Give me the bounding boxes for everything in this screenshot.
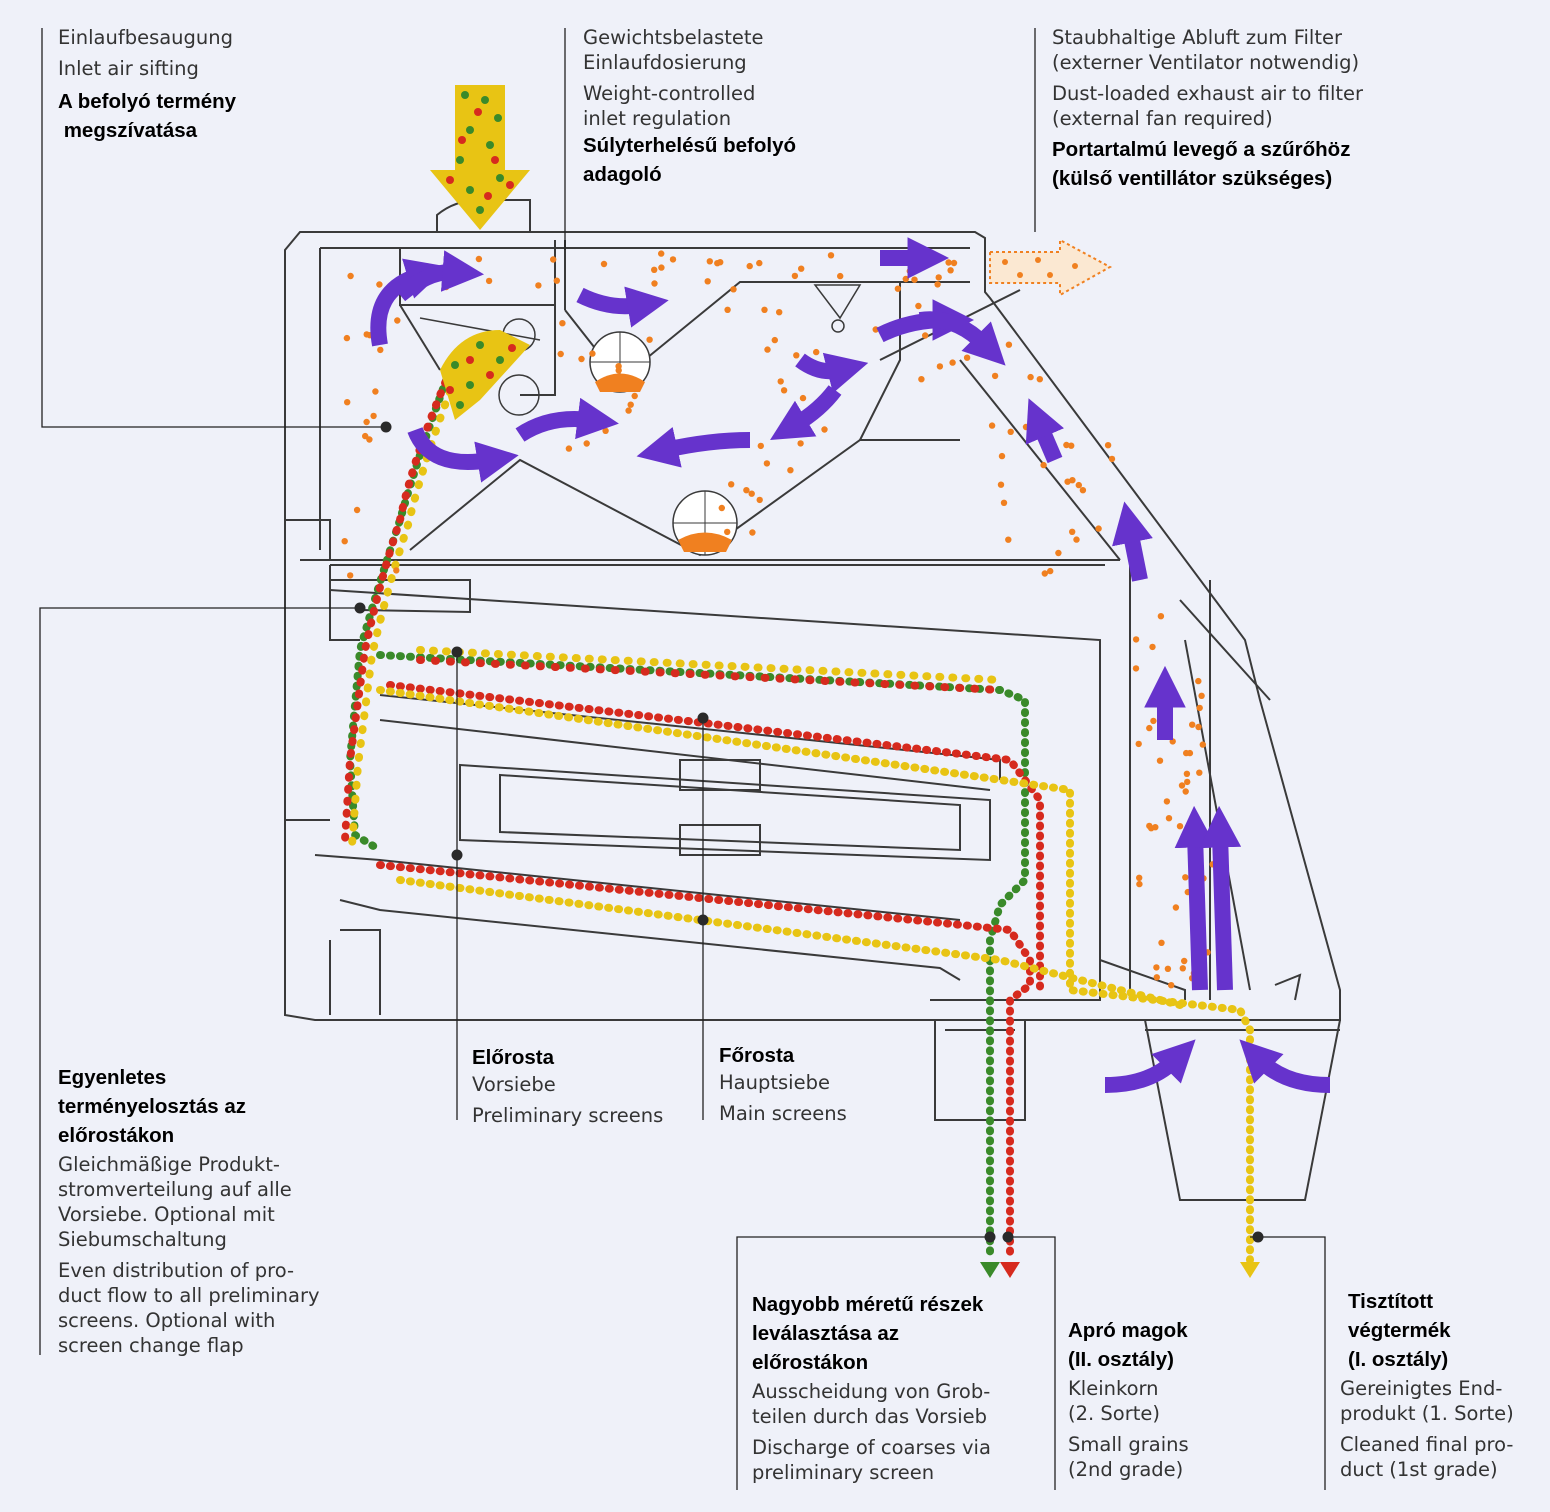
exhaust-de-1: Staubhaltige Abluft zum Filter: [1052, 26, 1343, 49]
clean-en-2: duct (1st grade): [1340, 1458, 1498, 1481]
dosing-en-1: Weight-controlled: [583, 82, 756, 105]
main-screen-de: Hauptsiebe: [719, 1071, 830, 1094]
distribution-de-1: Gleichmäßige Produkt-: [58, 1153, 280, 1176]
clean-de-2: produkt (1. Sorte): [1340, 1402, 1514, 1425]
label-inlet-regulation: Gewichtsbelastete Einlaufdosierung Weigh…: [583, 25, 796, 189]
label-preliminary-screens: Előrosta Vorsiebe Preliminary screens: [472, 1043, 663, 1128]
distribution-en-1: Even distribution of pro-: [58, 1259, 295, 1282]
distribution-de-2: stromverteilung auf alle: [58, 1178, 292, 1201]
clean-hu-3: (I. osztály): [1348, 1348, 1449, 1371]
dosing-hu-2: adagoló: [583, 163, 662, 186]
label-cleaned-product: Tisztított végtermék (I. osztály) Gerein…: [1340, 1287, 1514, 1482]
dosing-de-1: Gewichtsbelastete: [583, 26, 764, 49]
exhaust-air-arrow: [989, 238, 1113, 297]
exhaust-hu-2: (külső ventillátor szükséges): [1052, 167, 1333, 190]
coarse-de-2: teilen durch das Vorsieb: [752, 1405, 988, 1428]
dosing-en-2: inlet regulation: [583, 107, 732, 130]
coarse-hu-3: előrostákon: [752, 1351, 869, 1374]
settling-chamber: [589, 331, 738, 556]
clean-en-1: Cleaned final pro-: [1340, 1433, 1514, 1456]
coarse-de-1: Ausscheidung von Grob-: [752, 1380, 991, 1403]
pre-screen-de: Vorsiebe: [472, 1073, 556, 1096]
small-hu-2: (II. osztály): [1068, 1348, 1174, 1371]
label-even-distribution: Egyenletes terményelosztás az előrostáko…: [58, 1063, 320, 1358]
dosing-pile: [440, 330, 530, 420]
inlet-de: Einlaufbesaugung: [58, 26, 234, 49]
small-hu-1: Apró magok: [1068, 1319, 1188, 1342]
label-coarse-discharge: Nagyobb méretű részek leválasztása az el…: [752, 1290, 991, 1485]
label-exhaust-air: Staubhaltige Abluft zum Filter (externer…: [1052, 25, 1363, 193]
outlet-arrowheads: [980, 1262, 1260, 1278]
small-de-1: Kleinkorn: [1068, 1377, 1159, 1400]
clean-de-1: Gereinigtes End-: [1340, 1377, 1503, 1400]
coarse-en-2: preliminary screen: [752, 1461, 935, 1484]
grain-flow-mixed: [341, 356, 1004, 849]
distribution-en-2: duct flow to all preliminary: [58, 1284, 320, 1307]
pre-screen-hu: Előrosta: [472, 1046, 555, 1069]
distribution-de-4: Siebumschaltung: [58, 1228, 227, 1251]
distribution-en-3: screens. Optional with: [58, 1309, 276, 1332]
small-de-2: (2. Sorte): [1068, 1402, 1160, 1425]
distribution-hu-2: terményelosztás az: [58, 1095, 247, 1118]
main-screen-hu: Főrosta: [719, 1044, 795, 1067]
small-en-2: (2nd grade): [1068, 1458, 1184, 1481]
main-screen-en: Main screens: [719, 1102, 847, 1125]
dosing-de-2: Einlaufdosierung: [583, 51, 747, 74]
coarse-en-1: Discharge of coarses via: [752, 1436, 991, 1459]
label-main-screens: Főrosta Hauptsiebe Main screens: [719, 1041, 847, 1126]
exhaust-en-2: (external fan required): [1052, 107, 1273, 130]
flap-valve: [813, 284, 862, 333]
coarse-hu-2: leválasztása az: [752, 1322, 900, 1345]
inlet-hu-1: A befolyó termény: [58, 90, 237, 113]
inlet-hu-2: megszívatása: [58, 119, 198, 142]
pre-screen-en: Preliminary screens: [472, 1104, 664, 1127]
distribution-hu-1: Egyenletes: [58, 1066, 167, 1089]
air-flow-arrows: [370, 237, 1331, 1093]
exhaust-en-1: Dust-loaded exhaust air to filter: [1052, 82, 1364, 105]
inlet-en: Inlet air sifting: [58, 57, 199, 80]
distribution-hu-3: előrostákon: [58, 1124, 175, 1147]
inlet-product-arrow: [430, 85, 530, 230]
exhaust-hu-1: Portartalmú levegő a szűrőhöz: [1052, 138, 1351, 161]
exhaust-de-2: (externer Ventilator notwendig): [1052, 51, 1360, 74]
label-inlet-air-sifting: Einlaufbesaugung Inlet air sifting A bef…: [58, 25, 236, 145]
clean-hu-1: Tisztított: [1348, 1290, 1434, 1313]
distribution-en-4: screen change flap: [58, 1334, 244, 1357]
distribution-de-3: Vorsiebe. Optional mit: [58, 1203, 275, 1226]
label-small-grains: Apró magok (II. osztály) Kleinkorn (2. S…: [1068, 1316, 1189, 1482]
clean-hu-2: végtermék: [1348, 1319, 1451, 1342]
coarse-hu-1: Nagyobb méretű részek: [752, 1293, 984, 1316]
leader-dots: [354, 421, 1264, 1243]
small-en-1: Small grains: [1068, 1433, 1189, 1456]
dosing-hu-1: Súlyterhelésű befolyó: [583, 134, 797, 157]
